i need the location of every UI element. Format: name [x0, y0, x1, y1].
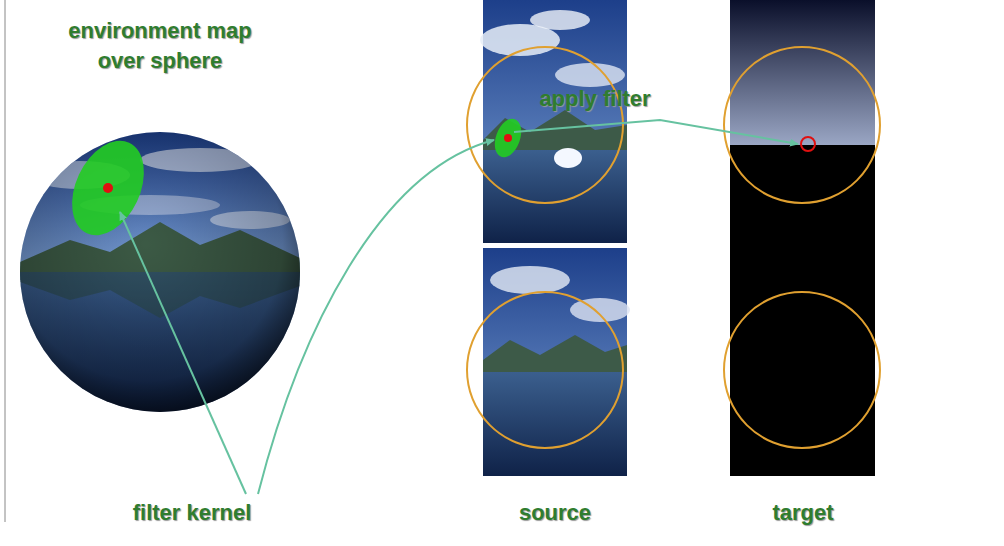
filter-step-label: apply filter	[505, 84, 685, 114]
target-label: target	[733, 498, 873, 528]
kernel-label: filter kernel	[82, 498, 302, 528]
sphere-title: environment map over sphere	[45, 16, 275, 76]
source-label: source	[485, 498, 625, 528]
